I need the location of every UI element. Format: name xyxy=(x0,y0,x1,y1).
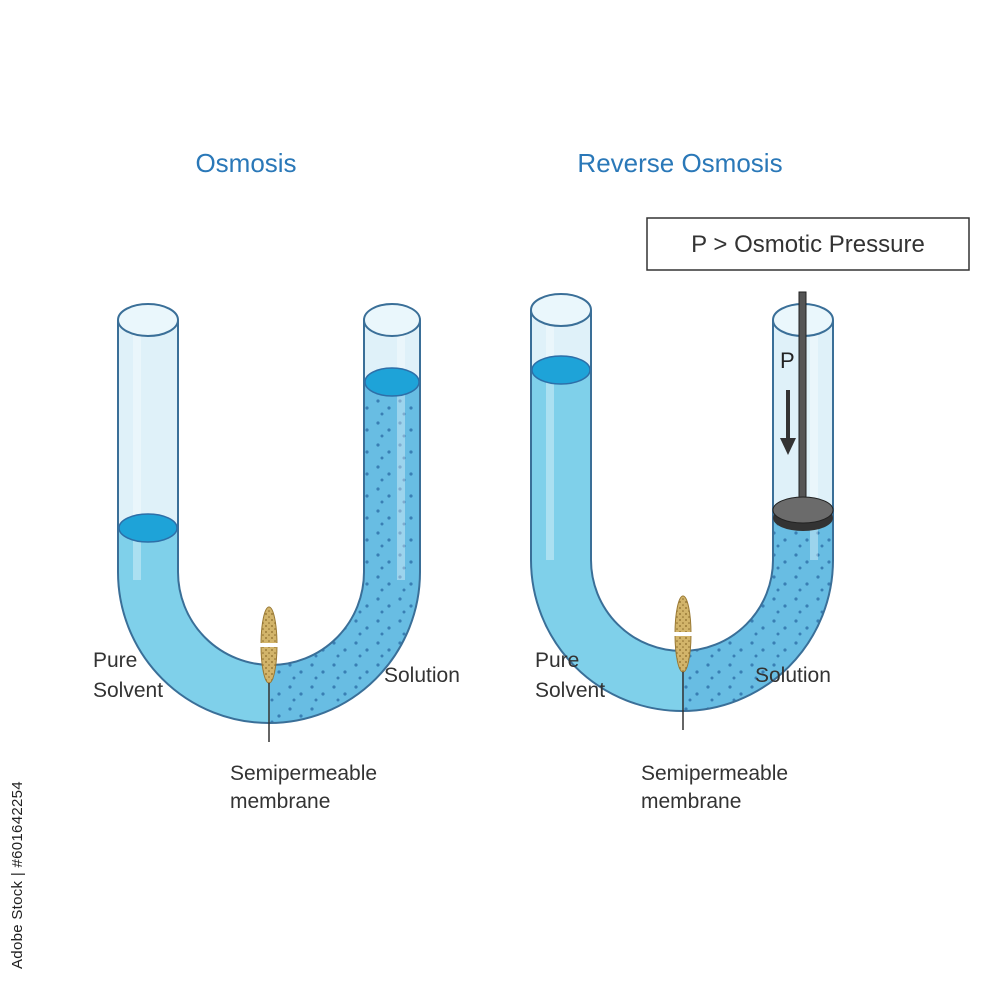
solution-label: Solution xyxy=(755,664,831,687)
water-surface-right xyxy=(364,367,420,397)
reverse-osmosis-diagram: Reverse Osmosis P > Osmotic Pressure xyxy=(530,148,970,813)
membrane-label-line2: membrane xyxy=(641,790,741,813)
pure-solvent-label-line1: Pure xyxy=(93,649,137,672)
pure-solvent-label-line2: Solvent xyxy=(93,679,163,702)
tube-opening-left xyxy=(530,293,592,327)
stock-id-text: Adobe Stock | #601642254 xyxy=(9,781,26,969)
membrane-label-line2: membrane xyxy=(230,790,330,813)
pressure-box: P > Osmotic Pressure xyxy=(646,217,970,271)
pure-solvent-water xyxy=(531,370,682,711)
glass-tube xyxy=(118,320,420,723)
down-arrow-icon xyxy=(780,390,796,455)
water-surface-left xyxy=(531,355,591,385)
tube-opening-right xyxy=(363,303,421,337)
water-surface-left xyxy=(118,513,178,543)
osmosis-title: Osmosis xyxy=(195,148,296,178)
pure-solvent-label-line1: Pure xyxy=(535,649,579,672)
right-arrow-icon xyxy=(240,637,304,653)
solution-label: Solution xyxy=(384,664,460,687)
piston-icon xyxy=(772,291,834,531)
piston-pressure-label: P xyxy=(780,348,795,373)
osmosis-diagram: Osmosis xyxy=(93,148,460,813)
left-arrow-icon xyxy=(652,626,716,642)
reverse-osmosis-title: Reverse Osmosis xyxy=(577,148,782,178)
pressure-box-text: P > Osmotic Pressure xyxy=(691,231,925,258)
pure-solvent-label-line2: Solvent xyxy=(535,679,605,702)
membrane-label-line1: Semipermeable xyxy=(641,762,788,785)
membrane-label-line1: Semipermeable xyxy=(230,762,377,785)
tube-opening-left xyxy=(117,303,179,337)
